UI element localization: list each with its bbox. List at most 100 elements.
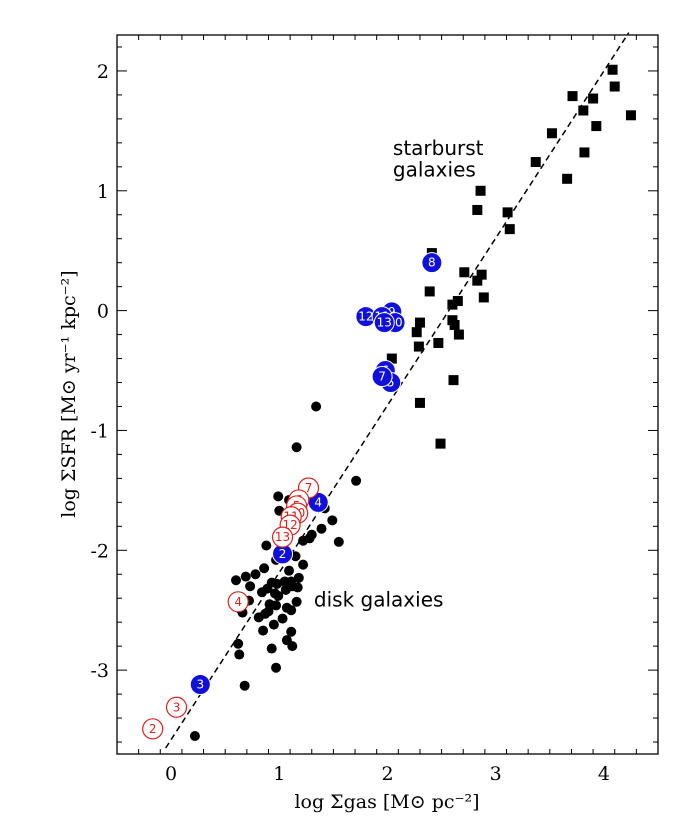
disk-circle-point	[189, 731, 200, 742]
blue-point-label: 8	[428, 256, 436, 270]
disk-circle-point	[286, 626, 297, 637]
starburst-square-point	[459, 267, 470, 278]
blue-labeled-point	[421, 252, 443, 274]
disk-circle-point	[273, 491, 284, 502]
blue-point-label: 5	[387, 376, 395, 390]
blue-point-label: 2	[279, 547, 287, 561]
starburst-square-point	[588, 93, 599, 104]
starburst-square-point	[478, 292, 489, 303]
x-tick-label: 3	[490, 763, 502, 785]
red-point-label: 4	[234, 595, 242, 609]
disk-circle-point	[277, 613, 288, 624]
disk-circle-point	[333, 536, 344, 547]
data-marks: 891211101365742376510111213432	[142, 64, 636, 742]
red-point-label: 7	[305, 481, 313, 495]
starburst-square-point	[562, 173, 573, 184]
disk-circle-point	[253, 612, 264, 623]
starburst-square-point	[414, 317, 425, 328]
starburst-square-point	[579, 147, 590, 158]
axis-ticks	[116, 35, 659, 754]
starburst-square-point	[475, 185, 486, 196]
starburst-square-point	[472, 275, 483, 286]
disk-circle-point	[316, 523, 327, 534]
x-axis-label: log Σgas [M⊙ pc⁻²]	[294, 791, 479, 813]
red-point-label: 2	[149, 722, 157, 736]
y-tick-label: -2	[90, 540, 109, 562]
starburst-square-point	[504, 224, 515, 235]
starburst-square-point	[578, 105, 589, 116]
disk-circle-point	[291, 596, 302, 607]
blue-point-label: 9	[388, 305, 396, 319]
red-labeled-point	[142, 718, 164, 740]
starburst-square-point	[386, 353, 397, 364]
starburst-square-point	[502, 207, 513, 218]
starburst-square-point	[447, 299, 458, 310]
disk-circle-point	[298, 535, 309, 546]
starburst-square-point	[411, 327, 422, 338]
blue-labeled-point	[189, 673, 211, 695]
starburst-square-point	[453, 329, 464, 340]
starburst-square-point	[609, 81, 620, 92]
x-tick-label: 0	[165, 763, 177, 785]
disk-circle-point	[292, 582, 303, 593]
blue-point-label: 13	[377, 316, 392, 330]
chart-annotation: disk galaxies	[314, 588, 444, 612]
disk-circle-point	[298, 559, 309, 570]
starburst-square-point	[449, 319, 460, 330]
blue-point-label: 4	[314, 495, 322, 509]
disk-circle-point	[240, 571, 251, 582]
disk-circle-point	[273, 590, 284, 601]
starburst-square-point	[435, 438, 446, 449]
disk-circle-point	[284, 565, 295, 576]
x-tick-label: 2	[381, 763, 393, 785]
disk-circle-point	[234, 649, 245, 660]
y-tick-label: -1	[90, 420, 109, 442]
y-tick-label: 2	[97, 61, 109, 83]
disk-circle-point	[250, 569, 261, 580]
y-tick-label: -3	[90, 660, 109, 682]
blue-point-label: 7	[378, 370, 386, 384]
disk-circle-point	[280, 584, 291, 595]
disk-circle-point	[293, 572, 304, 583]
disk-circle-point	[239, 680, 250, 691]
disk-circle-point	[311, 401, 322, 412]
starburst-square-point	[607, 64, 618, 75]
plot-frame	[116, 34, 659, 755]
disk-circle-point	[231, 575, 242, 586]
x-tick-label: 4	[598, 763, 610, 785]
disk-circle-point	[286, 605, 297, 616]
red-labeled-point	[227, 591, 249, 613]
starburst-square-point	[413, 341, 424, 352]
disk-circle-point	[287, 641, 298, 652]
y-axis-label: log ΣSFR [M⊙ yr⁻¹ kpc⁻²]	[58, 270, 80, 517]
starburst-square-point	[414, 397, 425, 408]
disk-circle-point	[233, 638, 244, 649]
disk-circle-point	[271, 662, 282, 673]
blue-point-label: 3	[196, 677, 204, 691]
blue-labeled-point	[371, 366, 393, 388]
starburst-square-point	[472, 204, 483, 215]
blue-point-label: 12	[358, 310, 373, 324]
blue-labeled-point	[373, 312, 395, 334]
disk-circle-point	[327, 515, 338, 526]
red-labeled-point	[165, 696, 188, 718]
chart-annotation: starburst	[393, 136, 484, 160]
disk-circle-point	[268, 619, 279, 630]
starburst-square-point	[625, 110, 636, 121]
disk-circle-point	[258, 625, 269, 636]
starburst-square-point	[546, 128, 557, 139]
starburst-square-point	[448, 375, 459, 386]
starburst-square-point	[591, 121, 602, 132]
red-labeled-point	[271, 526, 294, 548]
disk-circle-point	[245, 581, 256, 592]
starburst-square-point	[452, 296, 463, 307]
red-point-label: 3	[173, 700, 181, 714]
starburst-square-point	[476, 269, 487, 280]
y-tick-label: 0	[97, 301, 109, 323]
disk-circle-point	[266, 643, 277, 654]
disk-circle-point	[272, 578, 283, 589]
dashed-fit-line	[165, 32, 630, 749]
disk-circle-point	[271, 600, 282, 611]
